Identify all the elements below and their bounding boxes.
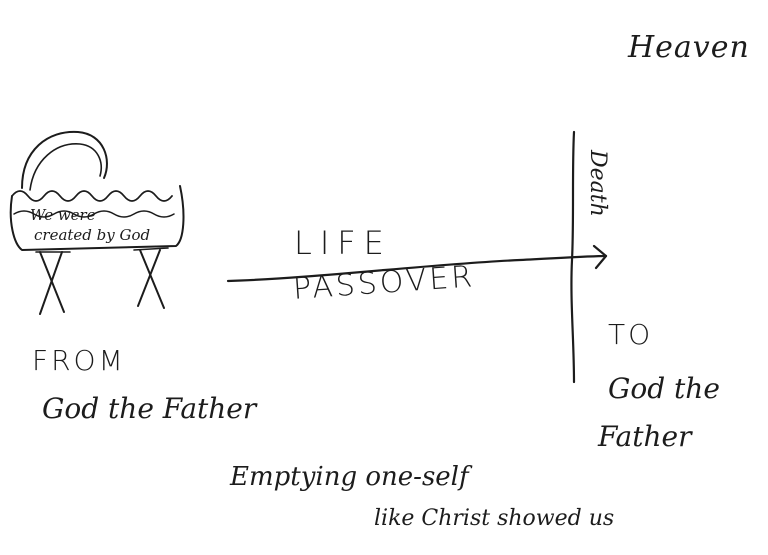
heaven-label: Heaven: [628, 30, 750, 65]
life-line: [226, 254, 608, 283]
from-label: FROM: [32, 344, 126, 377]
cradle-text-line2: created by God: [34, 226, 151, 244]
boundary-line: [570, 130, 576, 384]
life-label: LIFE: [294, 224, 392, 262]
to-who-line2: Father: [598, 420, 692, 453]
to-label: TO: [608, 318, 654, 351]
death-label: Death: [585, 150, 610, 217]
arrow-head-icon: [592, 244, 608, 270]
from-who-label: God the Father: [42, 392, 257, 425]
to-who-line1: God the: [608, 372, 720, 405]
emptying-line2: like Christ showed us: [374, 506, 615, 531]
emptying-line1: Emptying one-self: [230, 462, 469, 492]
cradle-icon: [9, 130, 185, 315]
cradle-text-line1: We were: [30, 206, 96, 224]
